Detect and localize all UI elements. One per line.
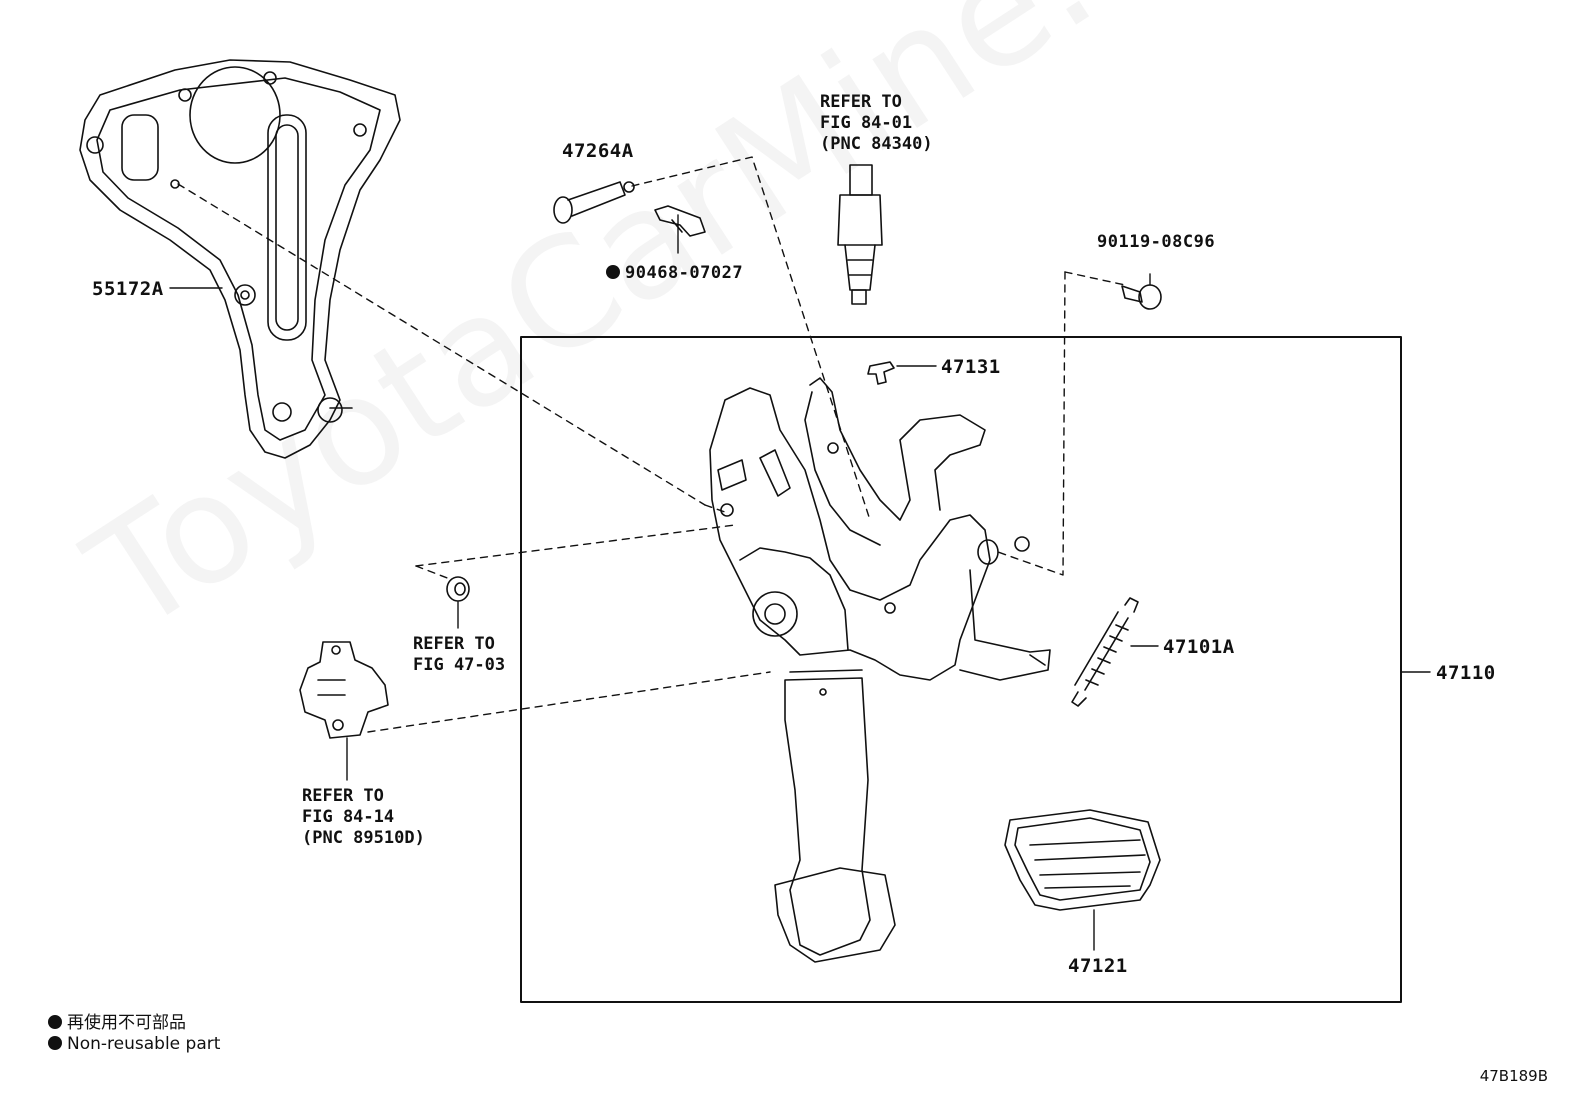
label-55172a: 55172A bbox=[92, 278, 164, 300]
label-47101a: 47101A bbox=[1163, 636, 1235, 658]
reference-fig-84-14: REFER TO FIG 84-14 (PNC 89510D) bbox=[302, 786, 425, 848]
dashed-guides bbox=[177, 156, 1126, 733]
legend-jp: 再使用不可部品 bbox=[48, 1008, 186, 1033]
label-90119: 90119-08C96 bbox=[1097, 232, 1216, 252]
clip-90468 bbox=[654, 205, 706, 237]
label-90468: 90468-07027 bbox=[606, 262, 743, 284]
label-47121: 47121 bbox=[1068, 955, 1128, 977]
bushing bbox=[446, 576, 470, 602]
legend-en: Non-reusable part bbox=[48, 1034, 220, 1054]
reference-fig-47-03: REFER TO FIG 47-03 bbox=[413, 634, 506, 675]
label-47131: 47131 bbox=[941, 356, 1001, 378]
clevis-pin-47264a bbox=[553, 181, 635, 224]
reference-fig-84-01: REFER TO FIG 84-01 (PNC 84340) bbox=[820, 92, 933, 154]
diagram-code: 47B189B bbox=[1479, 1067, 1548, 1085]
label-47110: 47110 bbox=[1436, 662, 1496, 684]
stop-lamp-switch bbox=[837, 164, 883, 305]
assembly-box-47110 bbox=[520, 336, 1402, 1003]
bracket-plate-55172a bbox=[79, 59, 401, 459]
pedal-assembly bbox=[709, 377, 1051, 963]
pedal-stroke-sensor bbox=[299, 641, 389, 739]
label-47264a: 47264A bbox=[562, 140, 634, 162]
legend-dot-icon bbox=[48, 1036, 62, 1050]
legend-dot-icon bbox=[48, 1015, 62, 1029]
leader-lines bbox=[169, 214, 1431, 951]
non-reusable-dot-icon bbox=[606, 265, 620, 279]
stopper-47131 bbox=[867, 361, 895, 385]
return-spring-47101a bbox=[1071, 597, 1139, 707]
pedal-pad-47121 bbox=[1004, 809, 1161, 911]
bolt-90119 bbox=[1121, 284, 1162, 310]
